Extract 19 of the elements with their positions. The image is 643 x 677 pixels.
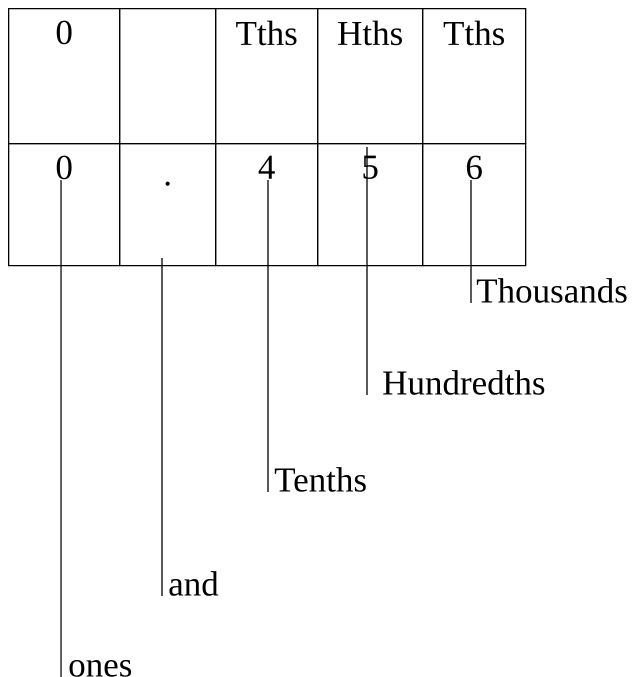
table-cell: . [119, 143, 216, 266]
place-value-label: and [169, 571, 218, 596]
place-value-label: Hundredths [383, 370, 544, 395]
leader-line [267, 180, 269, 492]
place-value-label: Thousands [476, 278, 627, 303]
empty-cell [119, 8, 216, 144]
leader-line [161, 258, 163, 596]
table-cell: 0 [8, 143, 120, 266]
leader-line [60, 180, 62, 677]
place-value-label: Tenths [274, 467, 366, 492]
place-value-label: ones [70, 660, 132, 677]
table-cell: 4 [215, 143, 318, 266]
table-cell: Tths [422, 8, 526, 144]
table-cell: 6 [422, 143, 526, 266]
table-cell: Hths [317, 8, 424, 144]
table-cell: 0 [8, 8, 120, 144]
leader-line [470, 180, 472, 303]
table-cell: Tths [215, 8, 318, 144]
leader-line [366, 147, 368, 395]
